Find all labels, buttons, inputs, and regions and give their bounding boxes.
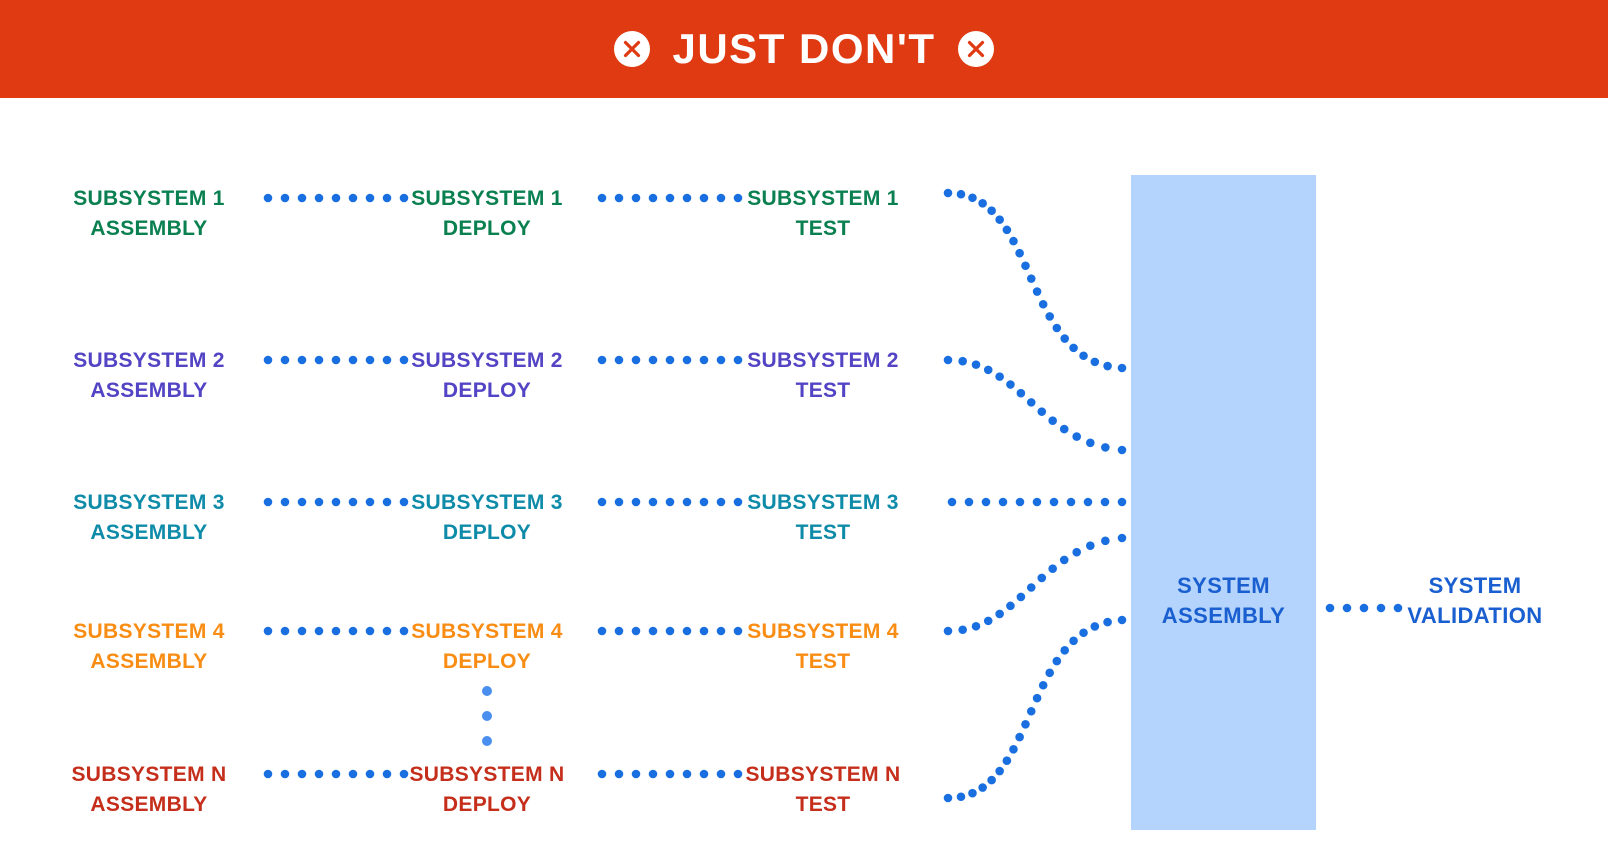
stage-label-line1: SUBSYSTEM 1 <box>73 187 225 210</box>
stage-label-line2: TEST <box>795 217 851 241</box>
banner: JUST DON'T <box>0 0 1608 98</box>
system-assembly-line1: SYSTEM <box>1177 573 1270 598</box>
system-assembly-line2: ASSEMBLY <box>1161 603 1286 629</box>
stage-label-line1: SUBSYSTEM 3 <box>73 491 225 514</box>
stage-subsystem-3-deploy: SUBSYSTEM 3 DEPLOY <box>377 488 597 549</box>
stage-label-line2: TEST <box>795 521 851 545</box>
stage-label-line1: SUBSYSTEM 3 <box>747 491 899 514</box>
stage-subsystem-4-test: SUBSYSTEM 4 TEST <box>713 617 933 678</box>
stage-subsystem-3-assembly: SUBSYSTEM 3 ASSEMBLY <box>39 488 259 549</box>
system-validation-line1: SYSTEM <box>1428 573 1522 598</box>
stage-label-line1: SUBSYSTEM 1 <box>747 187 899 210</box>
stage-subsystem-4-assembly: SUBSYSTEM 4 ASSEMBLY <box>39 617 259 678</box>
stage-label-line2: TEST <box>795 793 851 817</box>
stage-label-line1: SUBSYSTEM 1 <box>411 187 563 210</box>
stage-label-line1: SUBSYSTEM 2 <box>73 349 225 372</box>
stage-label-line2: ASSEMBLY <box>90 379 208 403</box>
stage-subsystem-n-deploy: SUBSYSTEM N DEPLOY <box>377 760 597 821</box>
stage-label-line2: DEPLOY <box>442 379 532 403</box>
stage-label-line2: DEPLOY <box>442 793 532 817</box>
stage-subsystem-2-assembly: SUBSYSTEM 2 ASSEMBLY <box>39 346 259 407</box>
stage-subsystem-4-deploy: SUBSYSTEM 4 DEPLOY <box>377 617 597 678</box>
stage-label-line1: SUBSYSTEM 4 <box>73 620 225 643</box>
stage-subsystem-n-assembly: SUBSYSTEM N ASSEMBLY <box>39 760 259 821</box>
stage-subsystem-1-assembly: SUBSYSTEM 1 ASSEMBLY <box>39 184 259 245</box>
stage-subsystem-1-deploy: SUBSYSTEM 1 DEPLOY <box>377 184 597 245</box>
banner-title: JUST DON'T <box>672 25 936 72</box>
stage-label-line1: SUBSYSTEM 4 <box>747 620 899 643</box>
stage-label-line1: SUBSYSTEM N <box>409 763 565 786</box>
stage-label-line1: SUBSYSTEM 2 <box>747 349 899 372</box>
stage-label-line2: ASSEMBLY <box>90 217 208 241</box>
stage-subsystem-3-test: SUBSYSTEM 3 TEST <box>713 488 933 549</box>
stage-label-line2: DEPLOY <box>442 217 532 241</box>
stage-label-line1: SUBSYSTEM N <box>71 763 227 786</box>
stage-label-line2: ASSEMBLY <box>90 521 208 545</box>
banner-content: JUST DON'T <box>614 25 994 72</box>
stage-label-line2: ASSEMBLY <box>90 793 208 817</box>
stage-label-line2: TEST <box>795 379 851 403</box>
stage-label-line1: SUBSYSTEM 2 <box>411 349 563 372</box>
stage-label-line1: SUBSYSTEM 3 <box>411 491 563 514</box>
stage-label-line2: DEPLOY <box>442 521 532 545</box>
system-validation-label: SYSTEM VALIDATION <box>1360 571 1590 632</box>
circle-x-icon <box>614 31 651 67</box>
diagram-canvas: SUBSYSTEM 1 ASSEMBLY SUBSYSTEM 1 DEPLOY … <box>0 98 1608 846</box>
stage-label-line1: SUBSYSTEM N <box>745 763 901 786</box>
circle-x-icon <box>957 31 994 67</box>
stage-label-line2: TEST <box>795 650 851 674</box>
stage-label-line2: DEPLOY <box>442 650 532 674</box>
stage-subsystem-1-test: SUBSYSTEM 1 TEST <box>713 184 933 245</box>
stage-subsystem-2-test: SUBSYSTEM 2 TEST <box>713 346 933 407</box>
system-assembly-band <box>1131 175 1316 830</box>
system-assembly-label: SYSTEM ASSEMBLY <box>1131 571 1316 632</box>
stage-label-line1: SUBSYSTEM 4 <box>411 620 563 643</box>
stage-subsystem-2-deploy: SUBSYSTEM 2 DEPLOY <box>377 346 597 407</box>
stage-subsystem-n-test: SUBSYSTEM N TEST <box>713 760 933 821</box>
stage-label-line2: ASSEMBLY <box>90 650 208 674</box>
system-validation-line2: VALIDATION <box>1407 603 1543 629</box>
